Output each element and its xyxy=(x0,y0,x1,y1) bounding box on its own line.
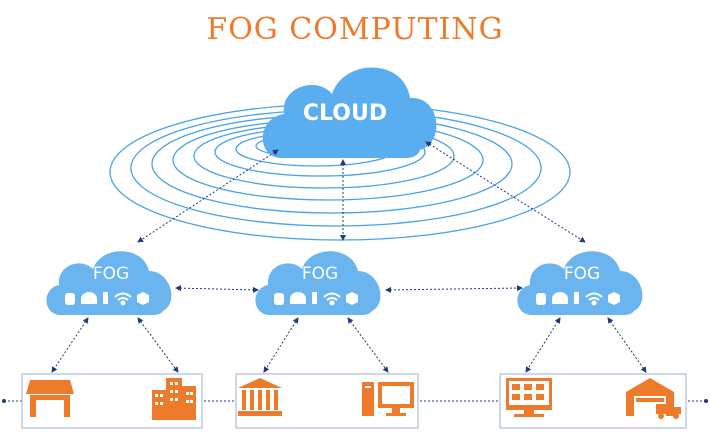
fog-label: FOG xyxy=(93,264,129,284)
desktop-computer-icon xyxy=(362,382,414,416)
device-icon xyxy=(574,292,579,304)
fog-icon-row xyxy=(536,292,620,306)
cloud-node: CLOUD xyxy=(262,67,437,158)
hard-hat-icon xyxy=(290,292,306,304)
edge-group-3 xyxy=(499,373,687,429)
fog-icon-row xyxy=(65,292,149,306)
database-icon xyxy=(274,293,284,305)
wifi-icon xyxy=(585,292,603,306)
fog-label: FOG xyxy=(302,264,338,284)
cloud-fog-links xyxy=(137,141,586,243)
warehouse-truck-icon xyxy=(626,378,681,419)
bank-icon xyxy=(238,378,282,416)
fog-label: FOG xyxy=(564,264,600,284)
fog-fog-links xyxy=(175,285,523,293)
monitor-display-icon xyxy=(506,378,552,417)
fog-icon-row xyxy=(274,292,358,306)
device-icon xyxy=(312,292,317,304)
storefront-icon xyxy=(26,380,74,417)
database-icon xyxy=(536,293,546,305)
office-building-icon xyxy=(152,378,196,420)
hexagon-icon xyxy=(137,292,149,305)
cloud-shape xyxy=(262,67,437,158)
device-icon xyxy=(103,292,108,304)
fog-edge-links xyxy=(51,317,647,373)
fog-node-3: FOG xyxy=(517,251,643,315)
edge-group-2 xyxy=(235,373,419,429)
cloud-label: CLOUD xyxy=(303,101,387,126)
wifi-icon xyxy=(114,292,132,306)
fog-node-2: FOG xyxy=(255,251,381,315)
hard-hat-icon xyxy=(81,292,97,304)
wifi-icon xyxy=(323,292,341,306)
edge-group-1 xyxy=(21,373,203,429)
diagram-title: FOG COMPUTING xyxy=(206,12,504,47)
database-icon xyxy=(65,293,75,305)
fog-node-1: FOG xyxy=(46,251,172,315)
hexagon-icon xyxy=(608,292,620,305)
hexagon-icon xyxy=(346,292,358,305)
hard-hat-icon xyxy=(552,292,568,304)
